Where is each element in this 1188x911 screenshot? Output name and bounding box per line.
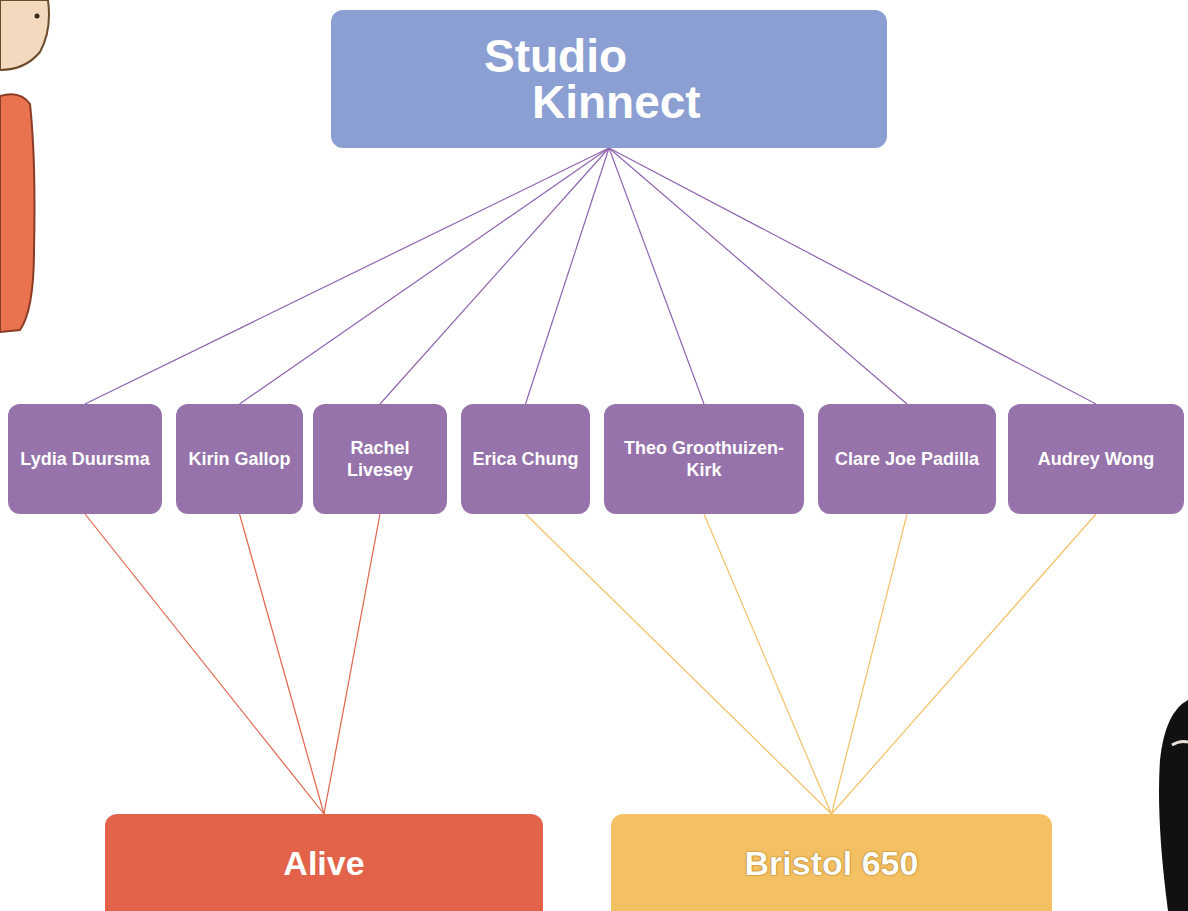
member-box: Erica Chung [461, 404, 590, 514]
member-box: Kirin Gallop [176, 404, 303, 514]
cartoon-figure-left [0, 0, 49, 332]
connector-line [240, 514, 325, 814]
box-label: Rachel Livesey [313, 437, 447, 481]
box-label: Theo Groothuizen-Kirk [604, 437, 804, 481]
connector-line [609, 148, 704, 404]
box-label: Kirin Gallop [182, 448, 296, 470]
box-label: Audrey Wong [1032, 448, 1161, 470]
connector-line [609, 148, 1096, 404]
connector-line [526, 148, 610, 404]
cartoon-figure-right [1159, 700, 1188, 911]
member-box: Lydia Duursma [8, 404, 162, 514]
member-box: Clare Joe Padilla [818, 404, 996, 514]
member-box: Theo Groothuizen-Kirk [604, 404, 804, 514]
connector-line [380, 148, 609, 404]
connector-line [324, 514, 380, 814]
box-label: Erica Chung [466, 448, 584, 470]
project-box: Bristol 650 [611, 814, 1052, 911]
connector-line [832, 514, 908, 814]
project-box: Alive [105, 814, 543, 911]
connector-line [832, 514, 1097, 814]
box-label: Clare Joe Padilla [829, 448, 985, 470]
studio-logo-box: Studio Kinnect [331, 10, 887, 148]
member-box: Rachel Livesey [313, 404, 447, 514]
connector-line [85, 148, 609, 404]
box-label: Alive [283, 843, 364, 883]
connector-line [609, 148, 907, 404]
connector-line [240, 148, 610, 404]
box-label: Lydia Duursma [14, 448, 155, 470]
connector-line [526, 514, 832, 814]
member-box: Audrey Wong [1008, 404, 1184, 514]
box-label: Bristol 650 [745, 843, 919, 883]
logo-text: Studio Kinnect [484, 33, 734, 125]
connector-line [85, 514, 324, 814]
connector-line [704, 514, 832, 814]
